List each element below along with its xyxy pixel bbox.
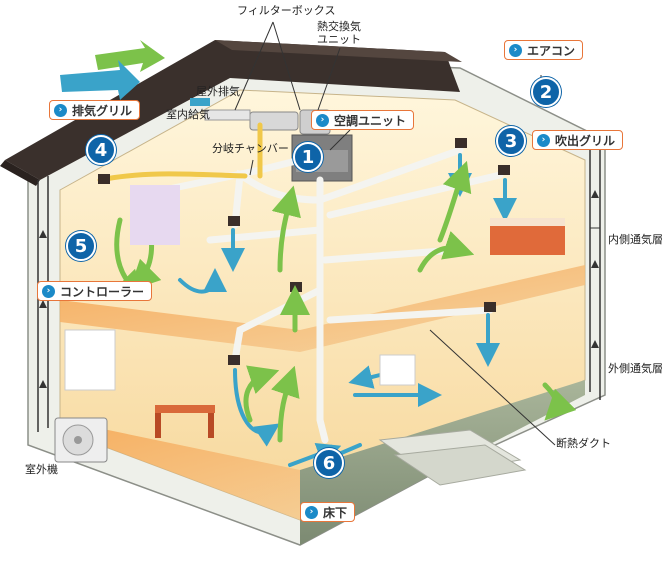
marker-2: 2 xyxy=(531,77,561,107)
furniture xyxy=(64,185,565,438)
outer-air-layer-label: 外側通気層 xyxy=(608,362,663,375)
heat-exchange-unit-label: 熱交換気 ユニット xyxy=(317,20,361,46)
chevron-right-icon: › xyxy=(509,43,522,57)
chevron-right-icon: › xyxy=(537,133,550,147)
outdoor-unit-shape xyxy=(54,417,108,463)
chevron-right-icon: › xyxy=(305,505,318,519)
callout-exhaust-grille: › 排気グリル xyxy=(49,100,141,120)
heat-exchange-line1: 熱交換気 xyxy=(317,20,361,33)
callout-supply-grille: › 吹出グリル xyxy=(532,130,624,150)
marker-6: 6 xyxy=(314,448,344,478)
marker-3: 3 xyxy=(496,126,526,156)
callout-underfloor: › 床下 xyxy=(300,502,356,522)
indoor-supply-label: 室内給気 xyxy=(166,108,210,121)
callout-controller: › コントローラー xyxy=(37,281,153,301)
branch-chamber-label: 分岐チャンバー xyxy=(212,142,289,155)
chevron-right-icon: › xyxy=(42,284,55,298)
chevron-right-icon: › xyxy=(316,113,329,127)
callout-label: 排気グリル xyxy=(72,103,133,118)
marker-5: 5 xyxy=(66,231,96,261)
outdoor-airflow-arrows xyxy=(60,40,165,100)
callout-label: エアコン xyxy=(527,43,576,58)
wall-air-layer xyxy=(37,146,601,432)
callout-label: 床下 xyxy=(323,505,348,520)
wall-airflow-arrows xyxy=(39,190,599,388)
outdoor-unit-label: 室外機 xyxy=(25,463,58,476)
insulated-duct-label: 断熱ダクト xyxy=(556,437,611,450)
callout-label: コントローラー xyxy=(60,284,145,299)
filter-box-label: フィルターボックス xyxy=(237,4,336,17)
exhaust-ducts xyxy=(97,122,263,183)
outdoor-exhaust-label: 屋外排気 xyxy=(196,85,240,98)
callout-air-conditioning-unit: › 空調ユニット xyxy=(311,110,415,130)
heat-exchange-line2: ユニット xyxy=(317,32,361,46)
callout-label: 吹出グリル xyxy=(555,133,616,148)
marker-1: 1 xyxy=(293,142,323,172)
callout-label: 空調ユニット xyxy=(334,113,407,128)
callout-air-conditioner: › エアコン xyxy=(504,40,584,60)
inner-air-layer-label: 内側通気層 xyxy=(608,233,663,246)
marker-4: 4 xyxy=(86,135,116,165)
chevron-right-icon: › xyxy=(54,103,67,117)
